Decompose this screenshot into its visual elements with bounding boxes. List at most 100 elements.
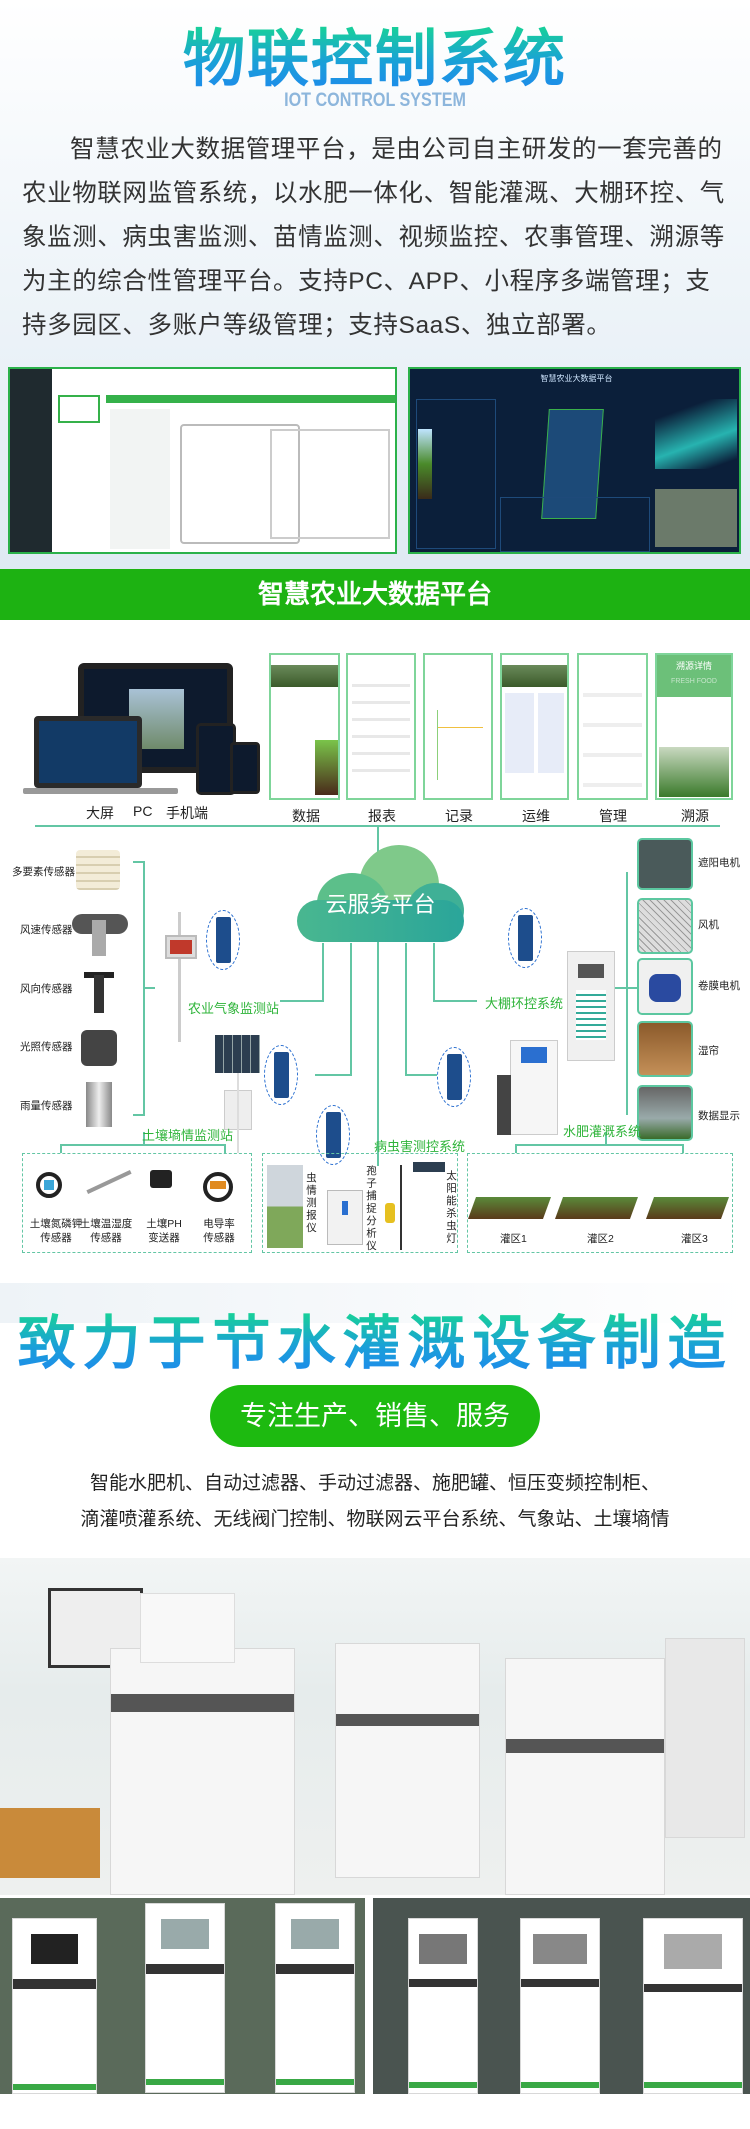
insect-lamp-image (400, 1165, 402, 1250)
sensor-body (94, 975, 104, 1013)
solar-panel-image (215, 1035, 260, 1073)
sensor-label: 风速传感器 (20, 924, 73, 936)
intro-paragraph: 智慧农业大数据管理平台，是由公司自主研发的一套完善的农业物联网监管系统，以水肥一… (22, 136, 725, 339)
soil-station-label: 土壤墒情监测站 (142, 1128, 234, 1143)
platform-banner: 智慧农业大数据平台 (0, 569, 750, 620)
label-management: 管理 (599, 808, 627, 824)
dashboard-title: 智慧农业大数据平台 (540, 374, 613, 383)
label-report: 报表 (368, 808, 396, 824)
pc-dashboard-screenshot (8, 367, 397, 554)
products-line-1: 智能水肥机、自动过滤器、手动过滤器、施肥罐、恒压变频控制柜、 (89, 1473, 660, 1494)
solar-panel (413, 1162, 445, 1172)
soil-bracket (60, 1144, 225, 1146)
app-screen-maintenance (500, 653, 569, 800)
connector (60, 1144, 62, 1153)
sensor-label: 光照传感器 (20, 1041, 73, 1053)
wet-curtain-image (637, 1021, 693, 1077)
film-motor-image (637, 958, 693, 1015)
multi-sensor-image (76, 850, 120, 890)
router-icon (316, 1105, 350, 1165)
data-display-image (637, 1085, 693, 1141)
zone-label: 灌区3 (681, 1233, 708, 1245)
connector (350, 943, 352, 1075)
label-data: 数据 (292, 808, 320, 824)
router-icon (264, 1045, 298, 1105)
device-label: 风机 (698, 919, 719, 931)
weather-station-label: 农业气象监测站 (188, 1001, 280, 1016)
section-bg (0, 1283, 750, 1323)
zone-label: 灌区1 (500, 1233, 527, 1245)
rain-sensor-image (86, 1082, 112, 1127)
label-trace: 溯源 (681, 808, 709, 824)
fan-image (637, 898, 693, 954)
zone-image (467, 1197, 552, 1219)
cloud-label: 云服务平台 (325, 892, 436, 917)
zone-label: 灌区2 (587, 1233, 614, 1245)
irrigation-zones-group (467, 1153, 733, 1253)
connector (280, 1000, 324, 1002)
npk-sensor-image (36, 1172, 62, 1198)
connector (322, 943, 324, 1001)
device-label: 遮阳电机 (698, 857, 740, 869)
pump (497, 1075, 511, 1135)
app-screen-management (577, 653, 648, 800)
factory-photo-1 (0, 1558, 750, 1895)
label-pc: PC (133, 803, 153, 819)
cloud-icon: 云服务平台 (297, 845, 464, 942)
connector (405, 943, 407, 1075)
pest-device-label: 太阳能杀虫灯 (445, 1170, 457, 1245)
label-mobile: 手机端 (166, 805, 208, 821)
sensor-body (92, 920, 106, 956)
fertigation-label: 水肥灌溉系统 (563, 1124, 642, 1139)
router-icon (508, 908, 542, 968)
sensor-label: 多要素传感器 (12, 866, 75, 878)
connector (405, 1074, 437, 1076)
connector (515, 1144, 517, 1153)
shade-motor-image (637, 838, 693, 890)
connector (682, 1144, 684, 1153)
light-sensor-image (81, 1030, 117, 1066)
soil-device-label: 土壤温湿度传感器 (79, 1218, 133, 1244)
router-icon (206, 910, 240, 970)
page-subtitle: IOT CONTROL SYSTEM (284, 90, 466, 111)
zone-image (554, 1197, 639, 1219)
spore-analyzer-image (327, 1190, 363, 1245)
page-title: 物联控制系统 (0, 8, 750, 98)
connector (224, 1144, 226, 1153)
pest-device-label: 虫情测报仪 (305, 1172, 317, 1235)
router-icon (437, 1047, 471, 1107)
app-screen-trace: 溯源详情 FRESH FOOD (655, 653, 733, 800)
lamp (385, 1203, 395, 1223)
soil-sensors-group (22, 1153, 252, 1253)
soil-station-pole (237, 1073, 239, 1153)
trunk-line (377, 826, 379, 1166)
greenhouse-label: 大棚环控系统 (485, 996, 564, 1011)
device-label: 湿帘 (698, 1045, 719, 1057)
connector (133, 861, 143, 863)
label-big-screen: 大屏 (86, 805, 114, 821)
app-screen-records (423, 653, 493, 800)
control-cabinet-image (567, 951, 615, 1061)
fertigation-machine-image (510, 1040, 558, 1135)
trace-logo: FRESH FOOD (671, 678, 717, 685)
laptop-base (23, 788, 178, 794)
connector (433, 943, 435, 1001)
connector (133, 1114, 143, 1116)
focus-pill: 专注生产、销售、服务 (210, 1385, 540, 1447)
label-records: 记录 (445, 808, 473, 824)
sensor-label: 风向传感器 (20, 983, 73, 995)
app-screen-report (346, 653, 416, 800)
pest-forecast-image (267, 1165, 303, 1248)
connector (433, 1000, 477, 1002)
manufacturing-title: 致力于节水灌溉设备制造 (0, 1296, 750, 1380)
connector (315, 1074, 352, 1076)
label-maintenance: 运维 (522, 808, 550, 824)
connector (143, 1132, 145, 1144)
connector (143, 987, 155, 989)
sensor-label: 雨量传感器 (20, 1100, 73, 1112)
connector (615, 987, 637, 989)
app-screen-data (269, 653, 340, 800)
pest-devices-group (262, 1153, 458, 1253)
ph-transmitter-image (150, 1170, 172, 1188)
